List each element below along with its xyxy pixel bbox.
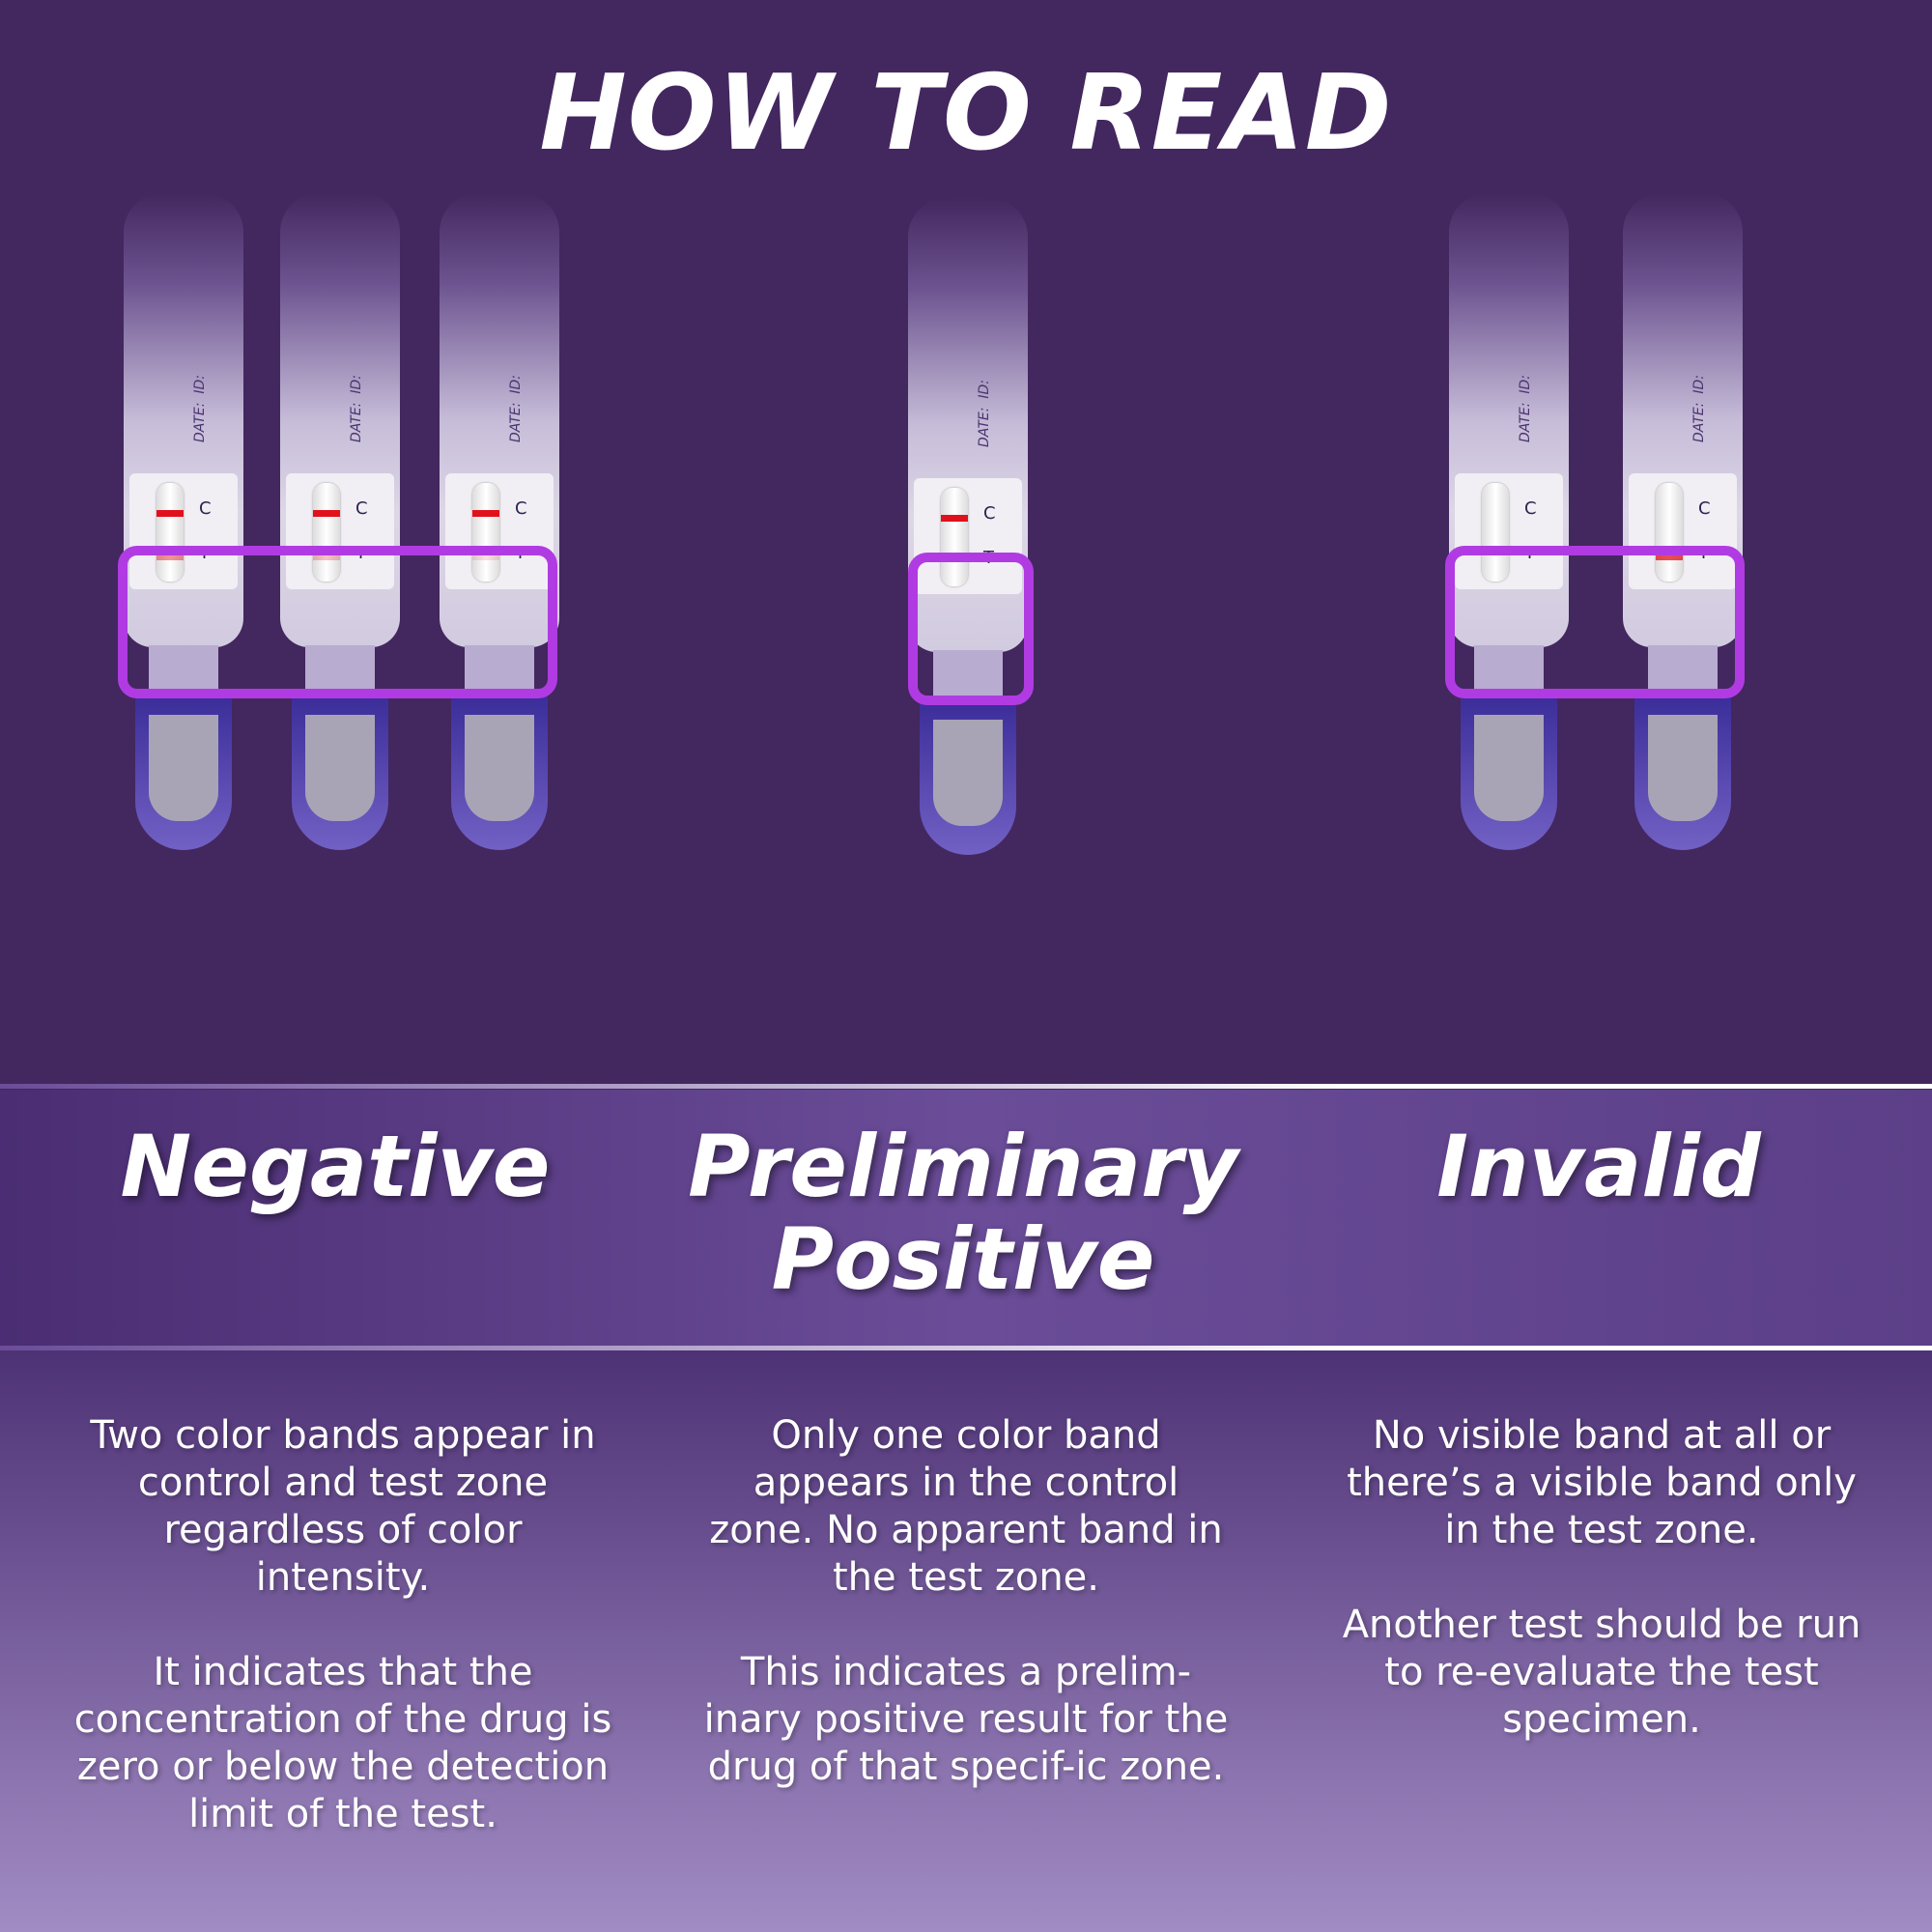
negative-highlight-frame (118, 546, 557, 698)
sample-pad (451, 696, 548, 850)
divider-top (0, 1084, 1932, 1089)
negative-paragraph-1: Two color bands appear in control and te… (90, 1413, 596, 1600)
control-label: C (1524, 498, 1537, 519)
test-strip (313, 483, 340, 582)
id-label: ID: (977, 380, 992, 399)
control-label: C (515, 498, 527, 519)
test-strip (941, 488, 968, 586)
id-label: ID: (349, 375, 364, 394)
test-device-invalid: DATE: ID: NEG POS INVALID C T (1623, 193, 1743, 850)
device-body: DATE: ID: NEG POS INVALID C T (280, 193, 400, 647)
results-heading-band (0, 1090, 1932, 1346)
page-title: HOW TO READ (539, 53, 1393, 174)
test-strip (1482, 483, 1509, 582)
result-window: C T (286, 473, 394, 589)
id-label: ID: (1691, 375, 1707, 394)
result-window: C T (1629, 473, 1737, 589)
invalid-paragraph-2: Another test should be run to re-evaluat… (1342, 1603, 1861, 1742)
test-strip (1656, 483, 1683, 582)
sample-pad (920, 700, 1016, 855)
id-date-label: DATE: ID: (508, 375, 524, 442)
positive-highlight-frame (908, 553, 1034, 705)
control-label: C (355, 498, 368, 519)
id-label: ID: (1518, 375, 1533, 394)
sample-pad (292, 696, 388, 850)
negative-description: Two color bands appear in control and te… (72, 1412, 613, 1886)
results-description-area (0, 1350, 1932, 1932)
test-device-positive: DATE: ID: NEG POS INVALID C T (908, 198, 1028, 855)
date-label: DATE: (1518, 402, 1533, 442)
date-label: DATE: (192, 402, 208, 442)
result-window: C T (445, 473, 554, 589)
control-band (156, 510, 184, 517)
divider-bottom (0, 1346, 1932, 1350)
test-band (313, 554, 340, 560)
test-strip (156, 483, 184, 582)
device-body: DATE: ID: NEG POS INVALID C T (124, 193, 243, 647)
test-device-negative: DATE: ID: NEG POS INVALID C T (280, 193, 400, 850)
test-device-negative: DATE: ID: NEG POS INVALID C T (440, 193, 559, 850)
date-label: DATE: (508, 402, 524, 442)
test-device-invalid: DATE: ID: NEG POS INVALID C T (1449, 193, 1569, 850)
heading-negative: Negative (120, 1117, 551, 1216)
date-label: DATE: (349, 402, 364, 442)
date-label: DATE: (1691, 402, 1707, 442)
positive-description: Only one color band appears in the contr… (696, 1412, 1236, 1838)
id-label: ID: (192, 375, 208, 394)
negative-paragraph-2: It indicates that the concentration of t… (73, 1650, 612, 1836)
test-band (472, 554, 499, 560)
sample-pad (1634, 696, 1731, 850)
id-date-label: DATE: ID: (1518, 375, 1533, 442)
positive-paragraph-2: This indicates a prelim-inary positive r… (703, 1650, 1229, 1789)
sample-pad (135, 696, 232, 850)
device-body: DATE: ID: NEG POS INVALID C T (908, 198, 1028, 652)
invalid-paragraph-1: No visible band at all or there’s a visi… (1347, 1413, 1857, 1552)
date-label: DATE: (977, 407, 992, 447)
sample-pad (1461, 696, 1557, 850)
control-label: C (199, 498, 212, 519)
heading-preliminary-positive: Preliminary Positive (688, 1117, 1238, 1309)
id-date-label: DATE: ID: (349, 375, 364, 442)
heading-invalid: Invalid (1436, 1117, 1761, 1216)
invalid-highlight-frame (1445, 546, 1745, 698)
result-window: C T (1455, 473, 1563, 589)
id-date-label: DATE: ID: (977, 380, 992, 447)
result-window: C T (914, 478, 1022, 594)
device-body: DATE: ID: NEG POS INVALID C T (1449, 193, 1569, 647)
test-strip (472, 483, 499, 582)
invalid-description: No visible band at all or there’s a visi… (1331, 1412, 1872, 1791)
id-date-label: DATE: ID: (192, 375, 208, 442)
control-band (313, 510, 340, 517)
id-label: ID: (508, 375, 524, 394)
test-band (1656, 554, 1683, 560)
positive-paragraph-1: Only one color band appears in the contr… (709, 1413, 1223, 1600)
control-band (472, 510, 499, 517)
test-band (156, 554, 184, 560)
control-label: C (1698, 498, 1711, 519)
control-label: C (983, 503, 996, 524)
id-date-label: DATE: ID: (1691, 375, 1707, 442)
test-device-negative: DATE: ID: NEG POS INVALID C T (124, 193, 243, 850)
result-window: C T (129, 473, 238, 589)
control-band (941, 515, 968, 522)
